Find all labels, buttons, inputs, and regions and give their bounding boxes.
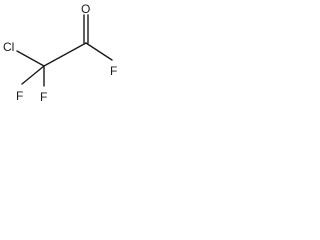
atom-fluorine-bottom-right-label: F (40, 90, 47, 104)
atom-fluorine-bottom-left-label: F (16, 89, 23, 103)
bond-c1-c2 (43, 42, 87, 67)
chemical-structure-canvas: Cl O F F F (0, 0, 126, 112)
structure-diagram: Cl O F F F (3, 2, 117, 104)
bond-c1-f-left (21, 65, 45, 85)
bond-c2-f (85, 42, 113, 61)
bond-cl-c1 (16, 50, 45, 67)
atom-chlorine-label: Cl (3, 40, 14, 54)
atom-oxygen-label: O (81, 2, 90, 16)
atom-fluorine-acyl-label: F (110, 64, 117, 78)
